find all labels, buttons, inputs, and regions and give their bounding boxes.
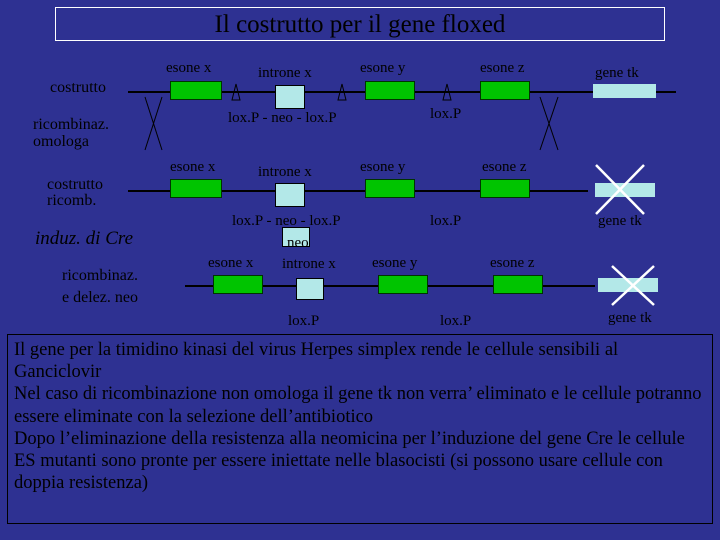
label-induz-cre: induz. di Cre <box>35 228 133 249</box>
deleted-label-esone-y: esone y <box>372 255 418 271</box>
label-costrutto-ricomb-1: costrutto <box>47 176 103 193</box>
deleted-exon-z <box>493 275 543 294</box>
caption-paragraph-1: Il gene per la timidino kinasi del virus… <box>14 340 619 383</box>
deleted-label-gene-tk: gene tk <box>608 310 652 326</box>
recombined-label-esone-z: esone z <box>482 159 527 175</box>
construct-label-introne-x: introne x <box>258 65 312 81</box>
slide-title: Il costrutto per il gene floxed <box>55 7 665 41</box>
deleted-intron-x <box>296 278 324 300</box>
deleted-exon-y <box>378 275 428 294</box>
recombined-gene-tk <box>595 183 655 197</box>
construct-label-esone-z: esone z <box>480 60 525 76</box>
recombined-label-introne-x: introne x <box>258 164 312 180</box>
deleted-label-esone-z: esone z <box>490 255 535 271</box>
recombined-exon-z <box>480 179 530 198</box>
loxp-triangle-1 <box>231 83 241 101</box>
recomb-cross-right-b <box>539 96 559 151</box>
construct-exon-x <box>170 81 222 100</box>
recombined-label-loxp: lox.P <box>430 213 462 229</box>
deleted-label-esone-x: esone x <box>208 255 254 271</box>
label-ricombinaz-omologa-1: ricombinaz. <box>33 116 109 133</box>
construct-label-loxp: lox.P <box>430 106 462 122</box>
label-costrutto: costrutto <box>50 79 106 96</box>
loxp-triangle-3 <box>442 83 452 101</box>
deleted-label-introne-x: introne x <box>282 256 336 272</box>
neo-label: neo <box>287 235 309 251</box>
recombined-exon-x <box>170 179 222 198</box>
label-ricombinaz-delez-1: ricombinaz. <box>62 267 138 284</box>
deleted-gene-tk <box>598 278 658 292</box>
caption-box: Il gene per la timidino kinasi del virus… <box>7 334 713 524</box>
caption-paragraph-2: Nel caso di ricombinazione non omologa i… <box>14 384 702 427</box>
recomb-cross-left-b <box>144 96 163 151</box>
loxp-triangle-2 <box>337 83 347 101</box>
label-ricombinaz-delez-2: e delez. neo <box>62 289 138 306</box>
tk-cross-2b <box>611 265 655 306</box>
construct-gene-tk <box>593 84 656 98</box>
construct-exon-y <box>365 81 415 100</box>
label-costrutto-ricomb-2: ricomb. <box>47 192 97 209</box>
construct-intron-x <box>275 85 305 109</box>
recombined-exon-y <box>365 179 415 198</box>
recombined-label-loxp-neo-loxp: lox.P - neo - lox.P <box>232 213 341 229</box>
recombined-label-gene-tk: gene tk <box>598 213 642 229</box>
deleted-label-loxp-left: lox.P <box>288 313 320 329</box>
neo-box <box>282 227 310 247</box>
recombined-label-esone-x: esone x <box>170 159 216 175</box>
label-ricombinaz-omologa-2: omologa <box>33 133 89 150</box>
construct-label-esone-y: esone y <box>360 60 406 76</box>
construct-exon-z <box>480 81 530 100</box>
construct-label-loxp-neo-loxp: lox.P - neo - lox.P <box>228 110 337 126</box>
tk-cross-1b <box>595 164 645 215</box>
deleted-label-loxp-right: lox.P <box>440 313 472 329</box>
recombined-intron-x <box>275 183 305 207</box>
construct-label-esone-x: esone x <box>166 60 212 76</box>
recombined-label-esone-y: esone y <box>360 159 406 175</box>
construct-label-gene-tk: gene tk <box>595 65 639 81</box>
deleted-exon-x <box>213 275 263 294</box>
caption-paragraph-3: Dopo l’eliminazione della resistenza all… <box>14 428 685 494</box>
recombined-line <box>128 190 588 192</box>
